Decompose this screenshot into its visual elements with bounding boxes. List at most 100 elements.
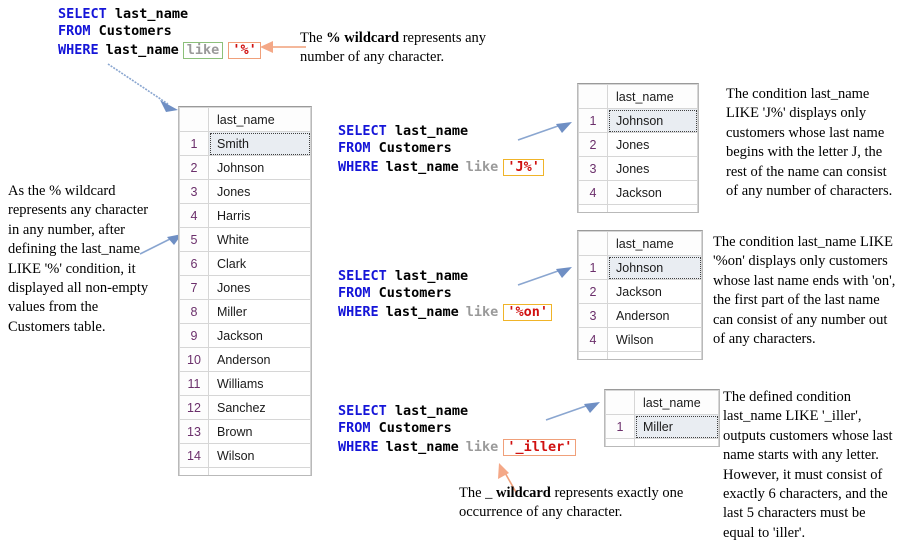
sql-select-line: SELECT last_name (338, 268, 552, 285)
grid-all-results[interactable]: last_name 1 Smith 2 Johnson 3 Jones 4 Ha… (178, 106, 312, 476)
row-number: 13 (179, 419, 209, 444)
results-table-all: last_name 1 Smith 2 Johnson 3 Jones 4 Ha… (179, 107, 311, 475)
results-table-j-percent: last_name 1 Johnson 2 Jones 3 Jones 4 Ja… (578, 84, 698, 212)
cell-last-name[interactable]: Anderson (607, 303, 702, 328)
table-row[interactable]: 11 Williams (179, 371, 311, 396)
table-row[interactable]: 2 Johnson (179, 155, 311, 180)
table-row[interactable]: 12 Sanchez (179, 395, 311, 420)
row-number: 7 (179, 275, 209, 300)
sql-select-columns: last_name (114, 6, 189, 22)
table-row[interactable]: 6 Clark (179, 251, 311, 276)
cell-last-name[interactable]: Brown (208, 419, 311, 444)
table-row[interactable]: 14 Wilson (179, 443, 311, 468)
filler-cell (634, 438, 719, 446)
cell-last-name[interactable]: Wilson (607, 327, 702, 352)
results-table-underscore-iller: last_name 1 Miller (605, 390, 719, 446)
sql-select-line: SELECT last_name (58, 6, 261, 23)
row-number: 4 (179, 203, 209, 228)
grid-underscore-iller-results[interactable]: last_name 1 Miller (604, 389, 720, 447)
cell-last-name[interactable]: Wilson (208, 443, 311, 468)
cell-last-name[interactable]: Jones (607, 132, 698, 157)
row-number: 1 (578, 255, 608, 280)
column-header-last-name: last_name (208, 107, 311, 132)
rownum-header (605, 390, 635, 415)
grid-percent-on-results[interactable]: last_name 1 Johnson 2 Jackson 3 Anderson… (577, 230, 703, 360)
table-row[interactable]: 1 Johnson (578, 108, 698, 133)
row-number: 2 (578, 279, 608, 304)
cell-last-name[interactable]: Jackson (607, 279, 702, 304)
row-number: 2 (578, 132, 608, 157)
cell-last-name[interactable]: Anderson (208, 347, 311, 372)
sql-where-line: WHERE last_name like '_iller' (338, 437, 577, 457)
column-header-last-name: last_name (634, 390, 719, 415)
note-percent-wildcard: The % wildcard represents any number of … (300, 29, 510, 68)
table-row[interactable]: 2 Jackson (578, 279, 702, 304)
note-percent-rest: represents any number of any character. (300, 30, 487, 66)
cell-last-name[interactable]: Smith (208, 131, 311, 156)
sql-where-column: last_name (105, 41, 179, 58)
sql-select-columns: last_name (394, 123, 469, 139)
cell-last-name[interactable]: Harris (208, 203, 311, 228)
table-filler-row (179, 467, 311, 475)
cell-last-name[interactable]: Sanchez (208, 395, 311, 420)
table-header-row: last_name (578, 231, 702, 256)
filler-cell (605, 438, 635, 446)
cell-last-name[interactable]: Johnson (607, 255, 702, 280)
cell-last-name[interactable]: Williams (208, 371, 311, 396)
cell-last-name[interactable]: Jackson (607, 180, 698, 205)
filler-cell (578, 351, 608, 359)
sql-from-line: FROM Customers (338, 420, 576, 437)
cell-last-name[interactable]: Miller (208, 299, 311, 324)
table-row[interactable]: 1 Miller (605, 414, 719, 439)
row-number: 1 (605, 414, 635, 439)
sql-from-table: Customers (98, 23, 172, 39)
cell-last-name[interactable]: Miller (634, 414, 719, 439)
table-row[interactable]: 3 Jones (179, 179, 311, 204)
table-row[interactable]: 8 Miller (179, 299, 311, 324)
sql-query-j-percent: SELECT last_name FROM Customers WHERE la… (338, 123, 544, 177)
cell-last-name[interactable]: Johnson (208, 155, 311, 180)
note-percent-bold: % wildcard (326, 30, 400, 46)
cell-last-name[interactable]: Clark (208, 251, 311, 276)
cell-last-name[interactable]: Jones (208, 275, 311, 300)
sql-like-keyword: like (465, 158, 499, 175)
filler-cell (208, 467, 311, 475)
cell-last-name[interactable]: Jones (208, 179, 311, 204)
table-row[interactable]: 3 Jones (578, 156, 698, 181)
table-row[interactable]: 13 Brown (179, 419, 311, 444)
row-number: 3 (578, 156, 608, 181)
sql-keyword-where: WHERE (338, 303, 379, 320)
table-row[interactable]: 10 Anderson (179, 347, 311, 372)
note-underscore-rest: represents exactly one occurrence of any… (459, 485, 684, 521)
note-percent-lead: The (300, 30, 327, 46)
table-row[interactable]: 4 Harris (179, 203, 311, 228)
table-row[interactable]: 7 Jones (179, 275, 311, 300)
filler-cell (179, 467, 209, 475)
table-row[interactable]: 2 Jones (578, 132, 698, 157)
table-row[interactable]: 1 Smith (179, 131, 311, 156)
table-row[interactable]: 4 Jackson (578, 180, 698, 205)
sql-keyword-select: SELECT (338, 123, 387, 139)
sql-query-percent: SELECT last_name FROM Customers WHERE la… (58, 6, 261, 60)
sql-keyword-select: SELECT (338, 268, 387, 284)
cell-last-name[interactable]: Jackson (208, 323, 311, 348)
sql-from-table: Customers (378, 140, 452, 156)
results-body-percent-on: 1 Johnson 2 Jackson 3 Anderson 4 Wilson (578, 255, 702, 359)
table-row[interactable]: 5 White (179, 227, 311, 252)
table-header-row: last_name (578, 84, 698, 109)
cell-last-name[interactable]: White (208, 227, 311, 252)
row-number: 10 (179, 347, 209, 372)
table-row[interactable]: 4 Wilson (578, 327, 702, 352)
table-row[interactable]: 1 Johnson (578, 255, 702, 280)
filler-cell (607, 204, 698, 212)
table-row[interactable]: 9 Jackson (179, 323, 311, 348)
cell-last-name[interactable]: Johnson (607, 108, 698, 133)
grid-j-percent-results[interactable]: last_name 1 Johnson 2 Jones 3 Jones 4 Ja… (577, 83, 699, 213)
sql-where-column: last_name (385, 303, 459, 320)
sql-keyword-from: FROM (338, 140, 371, 156)
sql-from-table: Customers (378, 285, 452, 301)
note-percent-on: The condition last_name LIKE '%on' displ… (713, 234, 896, 348)
cell-last-name[interactable]: Jones (607, 156, 698, 181)
table-row[interactable]: 3 Anderson (578, 303, 702, 328)
rownum-header (578, 231, 608, 256)
